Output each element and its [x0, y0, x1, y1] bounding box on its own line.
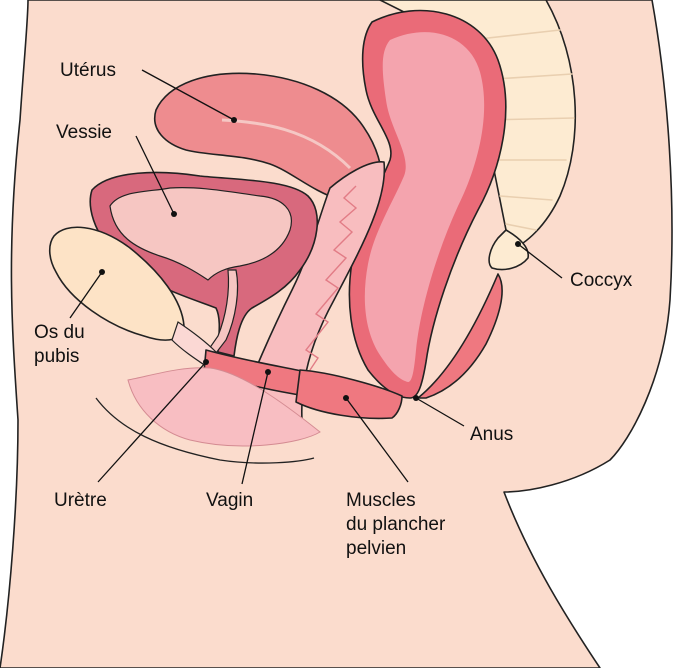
svg-text:pubis: pubis — [34, 346, 79, 367]
svg-text:du plancher: du plancher — [346, 514, 446, 535]
svg-text:Urètre: Urètre — [54, 490, 107, 511]
svg-text:Muscles: Muscles — [346, 490, 416, 511]
svg-text:Vessie: Vessie — [56, 122, 112, 143]
svg-text:Os du: Os du — [34, 322, 85, 343]
svg-text:Anus: Anus — [470, 424, 513, 445]
svg-text:pelvien: pelvien — [346, 538, 406, 559]
svg-text:Coccyx: Coccyx — [570, 270, 633, 291]
svg-text:Vagin: Vagin — [206, 490, 253, 511]
svg-text:Utérus: Utérus — [60, 60, 116, 81]
